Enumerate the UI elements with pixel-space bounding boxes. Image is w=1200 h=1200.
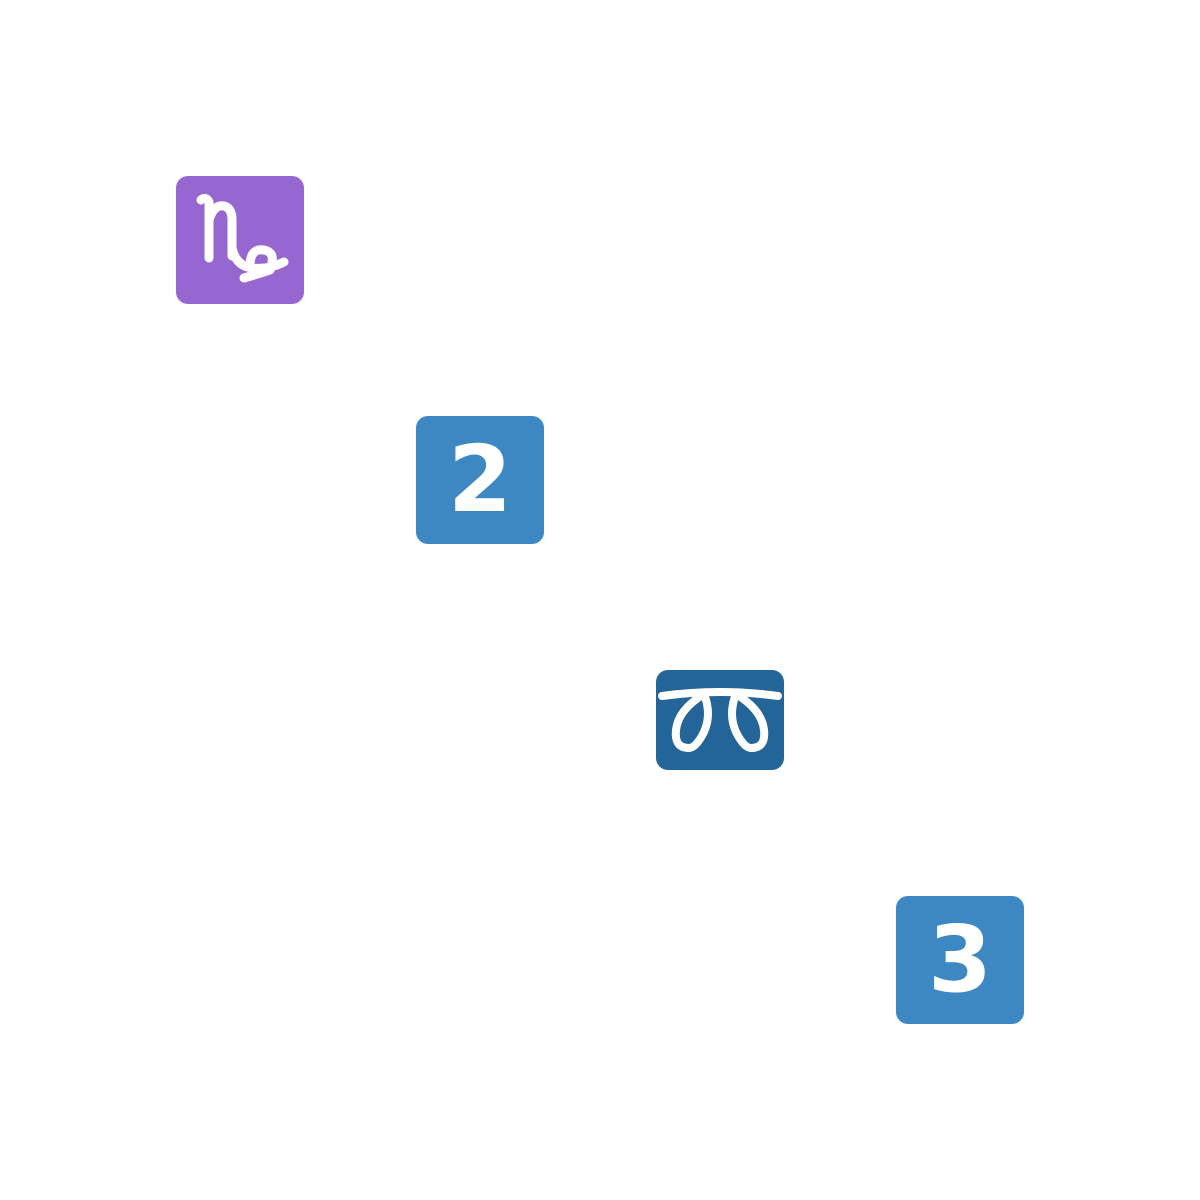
digit-two-label: 2 (447, 426, 512, 533)
digit-three-label: 3 (927, 906, 992, 1013)
free-dial-glyph (658, 688, 782, 752)
keycap-digit-two-icon: 2 (416, 416, 544, 544)
free-dial-icon (656, 670, 784, 770)
capricorn-icon (176, 176, 304, 304)
keycap-digit-three-icon: 3 (896, 896, 1024, 1024)
capricorn-glyph (196, 193, 289, 283)
